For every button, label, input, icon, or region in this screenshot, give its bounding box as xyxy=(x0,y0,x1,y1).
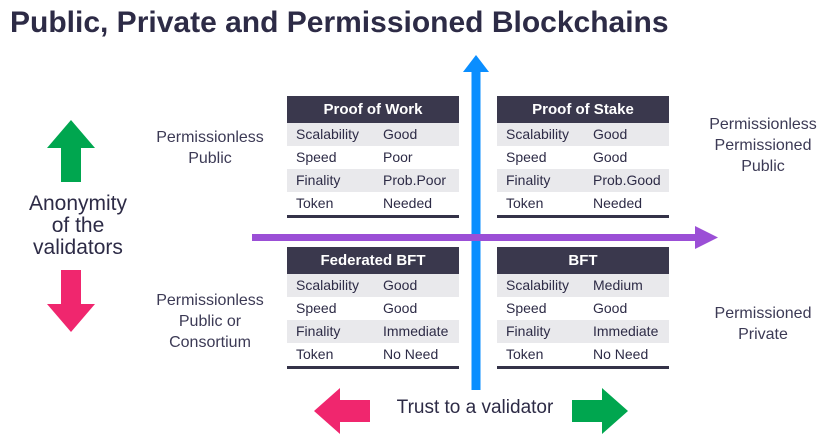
row-label: Token xyxy=(506,346,544,362)
table-title: Federated BFT xyxy=(287,247,459,274)
table-row: Token Needed xyxy=(497,192,669,215)
row-value: Good xyxy=(593,149,628,165)
row-value: No Need xyxy=(593,346,649,362)
row-value: Good xyxy=(593,300,628,316)
table-row: Speed Good xyxy=(497,297,669,320)
table-row: Token No Need xyxy=(497,343,669,366)
table-row: Scalability Good xyxy=(287,123,459,146)
table-row: Finality Prob.Poor xyxy=(287,169,459,192)
quadrant-label-top-right: Permissionless Permissioned Public xyxy=(709,116,817,175)
table-row: Finality Immediate xyxy=(497,320,669,343)
row-label: Finality xyxy=(506,323,551,339)
quadrant-label-top-left: Permissionless Public xyxy=(156,129,264,167)
page-title: Public, Private and Permissioned Blockch… xyxy=(10,6,669,39)
table-row: Finality Immediate xyxy=(287,320,459,343)
table-row: Speed Good xyxy=(287,297,459,320)
quadrant-label-bottom-left: Permissionless Public or Consortium xyxy=(156,292,264,351)
table-title: Proof of Stake xyxy=(497,96,669,123)
row-label: Token xyxy=(296,195,334,211)
table-bft: BFT Scalability Medium Speed Good Finali… xyxy=(497,247,669,369)
row-value: Good xyxy=(383,277,418,293)
table-row: Scalability Medium xyxy=(497,274,669,297)
row-value: No Need xyxy=(383,346,439,362)
table-federated-bft: Federated BFT Scalability Good Speed Goo… xyxy=(287,247,459,369)
anonymity-down-arrow-icon xyxy=(47,270,95,332)
vertical-axis-up-arrow-icon xyxy=(463,55,489,390)
left-axis-label: Anonymity of the validators xyxy=(28,192,128,259)
row-label: Scalability xyxy=(296,277,360,293)
row-value: Needed xyxy=(593,195,643,211)
row-label: Scalability xyxy=(506,277,570,293)
trust-right-arrow-icon xyxy=(572,388,628,434)
table-row: Speed Good xyxy=(497,146,669,169)
row-value: Good xyxy=(383,300,418,316)
row-value: Good xyxy=(593,126,628,142)
horizontal-axis-right-arrow-icon xyxy=(252,226,718,249)
row-label: Scalability xyxy=(296,126,360,142)
row-label: Token xyxy=(506,195,544,211)
row-label: Scalability xyxy=(506,126,570,142)
row-label: Speed xyxy=(296,300,337,316)
row-label: Speed xyxy=(506,300,547,316)
bottom-axis-label: Trust to a validator xyxy=(396,397,554,418)
table-row: Finality Prob.Good xyxy=(497,169,669,192)
row-value: Medium xyxy=(593,277,643,293)
table-row: Token No Need xyxy=(287,343,459,366)
table-title: BFT xyxy=(497,247,669,274)
row-label: Finality xyxy=(506,172,551,188)
row-label: Finality xyxy=(296,172,341,188)
row-value: Prob.Good xyxy=(593,172,661,188)
row-value: Prob.Poor xyxy=(383,172,447,188)
row-label: Finality xyxy=(296,323,341,339)
anonymity-up-arrow-icon xyxy=(47,120,95,182)
row-label: Speed xyxy=(506,149,547,165)
quadrant-label-bottom-right: Permissioned Private xyxy=(714,305,812,343)
row-value: Poor xyxy=(383,149,413,165)
table-title: Proof of Work xyxy=(287,96,459,123)
row-label: Token xyxy=(296,346,334,362)
table-proof-of-stake: Proof of Stake Scalability Good Speed Go… xyxy=(497,96,669,218)
row-value: Good xyxy=(383,126,418,142)
row-label: Speed xyxy=(296,149,337,165)
trust-left-arrow-icon xyxy=(314,388,370,434)
table-proof-of-work: Proof of Work Scalability Good Speed Poo… xyxy=(287,96,459,218)
table-row: Scalability Good xyxy=(497,123,669,146)
table-row: Speed Poor xyxy=(287,146,459,169)
row-value: Immediate xyxy=(383,323,449,339)
table-row: Scalability Good xyxy=(287,274,459,297)
row-value: Immediate xyxy=(593,323,659,339)
row-value: Needed xyxy=(383,195,433,211)
table-row: Token Needed xyxy=(287,192,459,215)
